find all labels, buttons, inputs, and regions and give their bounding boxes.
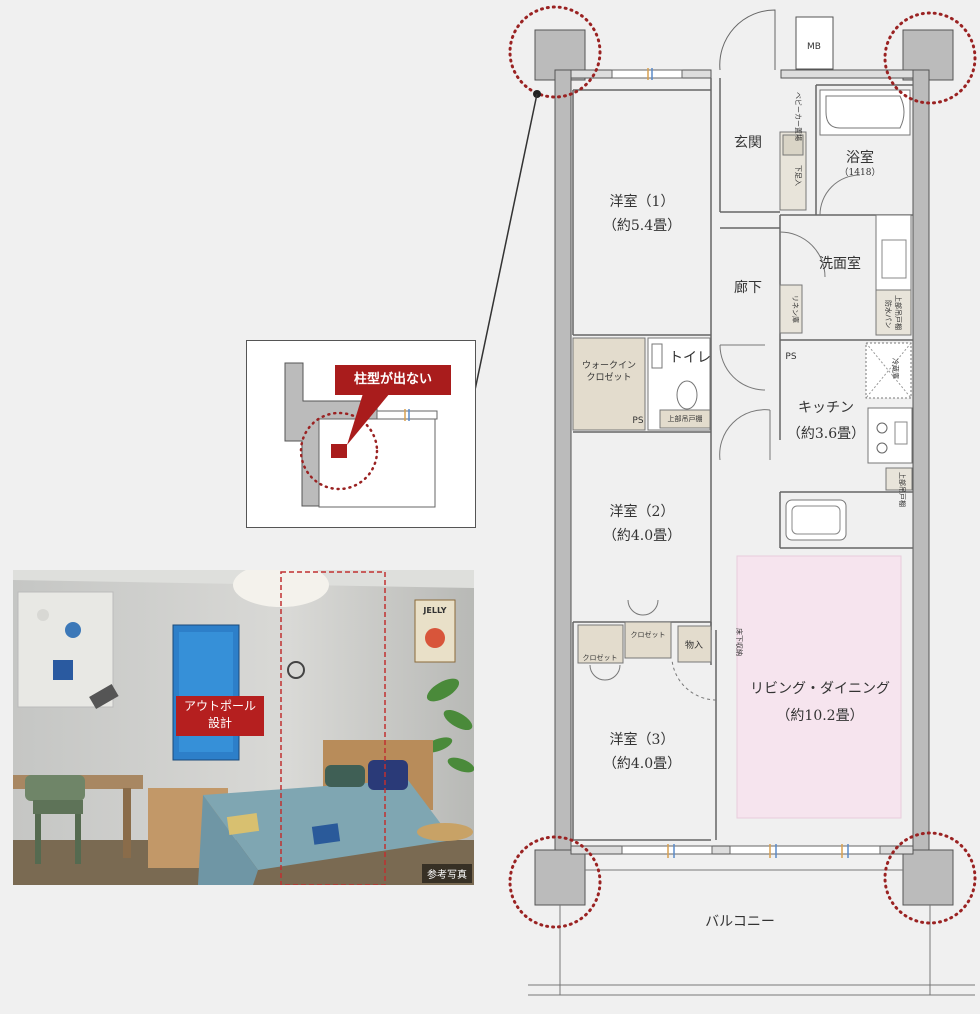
column-markers (508, 5, 977, 929)
room-bath: 浴室 (846, 149, 874, 166)
under-floor-label: 床下収納 (735, 628, 744, 656)
reference-photo: JELLY アウトポール 設計 参考写真 (13, 570, 474, 885)
room-living-area: （約10.2畳） (776, 708, 863, 724)
inset-detail (284, 362, 438, 508)
mb-box (795, 16, 834, 70)
fridge-label: 冷蔵庫 (891, 358, 900, 379)
upper-cabinet-label-1: 上部吊戸棚 (668, 414, 703, 423)
interior-walls (572, 78, 913, 841)
room-western3-name: 洋室（3） (610, 731, 675, 748)
outpole-badge-line2: 設計 (207, 716, 232, 730)
room-balcony: バルコニー (705, 914, 775, 930)
room-toilet: トイレ (669, 350, 711, 366)
walkin-line1: ウォークイン (582, 360, 636, 371)
callout-label: 柱型が出ない (335, 365, 451, 395)
storage-label: 物入 (685, 639, 703, 651)
room-western1-area: （約5.4畳） (603, 218, 681, 234)
ps-label-1: PS (632, 416, 643, 426)
shoes-label: 下足入 (794, 165, 802, 186)
room-hallway: 廊下 (734, 279, 762, 296)
window (611, 69, 881, 855)
photo-illustration: JELLY (13, 570, 474, 885)
stroller-label: ベビーカー置場 (794, 92, 803, 141)
callout-inset: 柱型が出ない (246, 340, 476, 528)
upper-cabinet-label-3: 上部吊戸棚 (898, 472, 907, 507)
room-western3-area: （約4.0畳） (603, 756, 681, 772)
upper-cabinet-label-2: 上部吊戸棚 (894, 295, 903, 330)
room-kitchen: キッチン (798, 400, 854, 416)
closet-label-2: クロゼット (583, 653, 618, 662)
linen-label: リネン庫 (791, 295, 800, 323)
room-washroom: 洗面室 (819, 255, 861, 272)
room-western2-area: （約4.0畳） (603, 528, 681, 544)
outer-walls (534, 29, 954, 906)
closet-label-1: クロゼット (631, 630, 666, 639)
room-western1-name: 洋室（1） (610, 193, 675, 210)
room-kitchen-area: （約3.6畳） (787, 426, 865, 442)
poster-text: JELLY (422, 606, 446, 615)
outpole-badge-line1: アウトポール (183, 699, 256, 713)
waterproof-label: 防水パン (884, 300, 893, 328)
outpole-badge: アウトポール 設計 (176, 696, 264, 736)
room-western2-name: 洋室（2） (610, 503, 675, 520)
mb-label: MB (807, 42, 821, 52)
photo-caption: 参考写真 (422, 864, 472, 883)
living-rug (736, 555, 902, 819)
room-living-name: リビング・ダイニング (750, 681, 890, 697)
walkin-line2: クロゼット (586, 371, 631, 383)
room-bath-size: （1418） (840, 167, 881, 178)
ps-label-2: PS (785, 352, 796, 362)
room-entrance: 玄関 (734, 134, 762, 151)
